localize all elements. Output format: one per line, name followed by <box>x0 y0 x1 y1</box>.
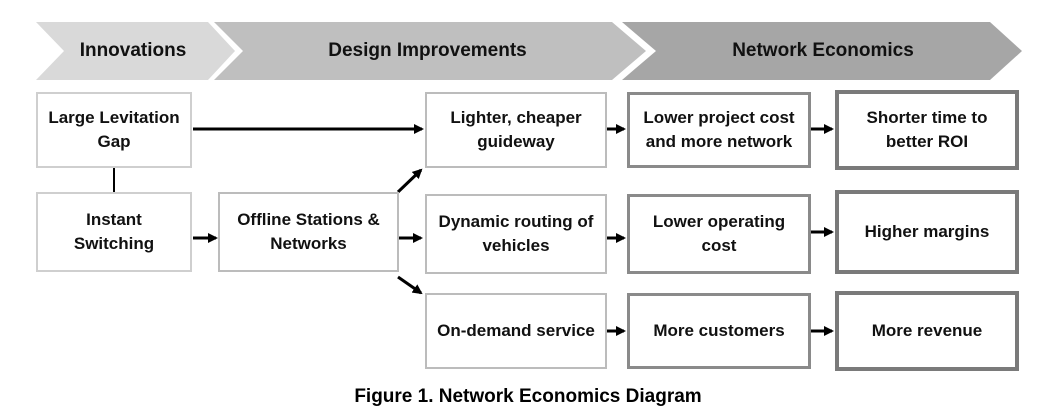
box-lower-project-cost: Lower project cost and more network <box>627 92 811 168</box>
figure-caption: Figure 1. Network Economics Diagram <box>354 386 702 407</box>
box-dynamic-routing: Dynamic routing of vehicles <box>425 194 607 274</box>
box-lighter-guideway: Lighter, cheaper guideway <box>425 92 607 168</box>
box-more-customers: More customers <box>627 293 811 369</box>
stage-network-chevron <box>622 22 1022 80</box>
arrow-offline-guideway <box>396 168 423 194</box>
box-more-revenue: More revenue <box>835 291 1019 371</box>
stage-innovations-label: Innovations <box>79 40 187 61</box>
stage-innovations-chevron <box>36 22 235 80</box>
stage-network-label: Network Economics <box>732 40 914 61</box>
box-shorter-time-roi: Shorter time to better ROI <box>835 90 1019 170</box>
box-instant-switching: Instant Switching <box>36 192 192 272</box>
box-offline-stations: Offline Stations & Networks <box>218 192 399 272</box>
box-higher-margins: Higher margins <box>835 190 1019 274</box>
stage-design-chevron <box>214 22 646 80</box>
arrow-offline-ondemand <box>397 275 423 295</box>
stage-design-label: Design Improvements <box>328 40 527 61</box>
box-on-demand-service: On-demand service <box>425 293 607 369</box>
box-large-levitation-gap: Large Levitation Gap <box>36 92 192 168</box>
box-lower-operating-cost: Lower operating cost <box>627 194 811 274</box>
